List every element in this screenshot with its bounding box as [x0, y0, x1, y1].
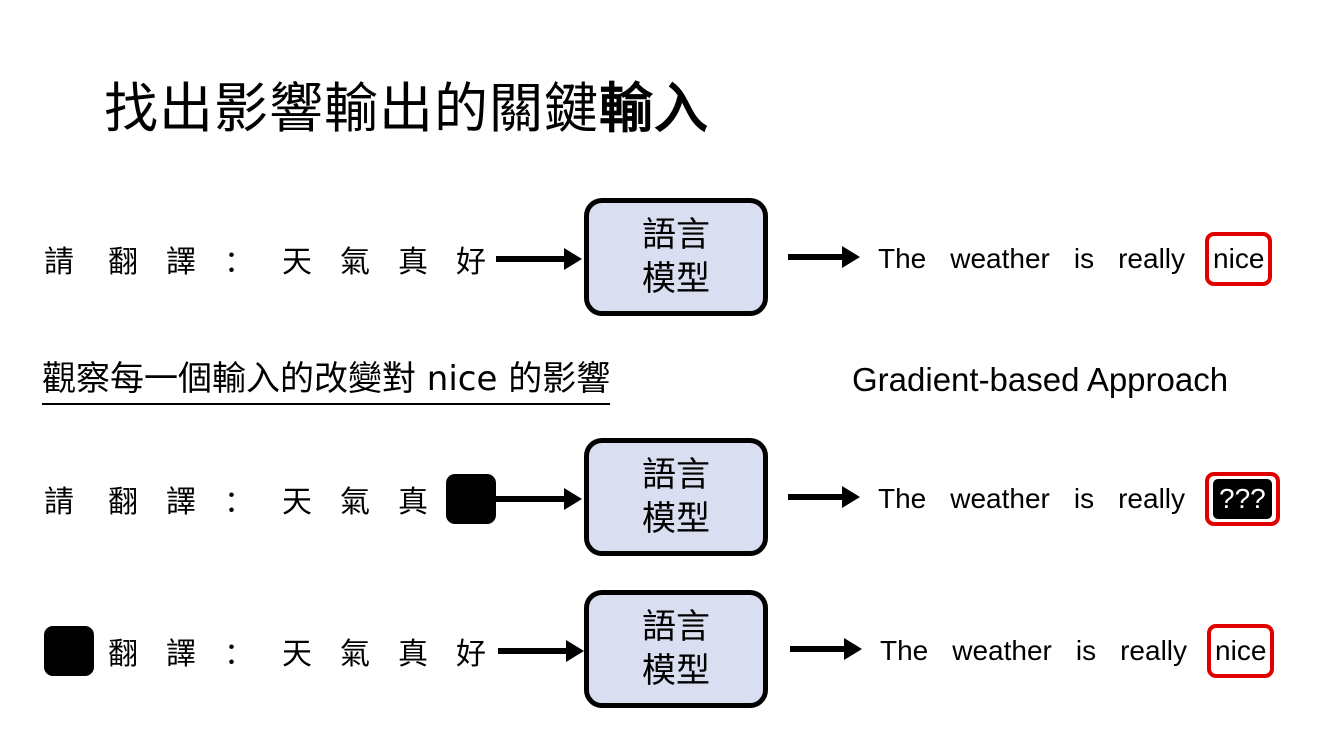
row-original: 請 翻 譯 ： 天 氣 真 好 語言 模型 The weather is rea…: [0, 196, 1334, 322]
row-masked-first: 翻 譯 ： 天 氣 真 好 語言 模型 The weather is reall…: [0, 588, 1334, 714]
title-bold: 輸入: [599, 77, 709, 140]
output-arrow: [788, 246, 860, 268]
input-token: 天: [282, 245, 312, 280]
input-token: ：: [224, 485, 254, 520]
input-token: 翻: [108, 245, 138, 280]
input-token: 請: [44, 485, 74, 520]
output-arrow: [790, 638, 862, 660]
input-token: 請: [44, 245, 74, 280]
highlighted-output-word: ???: [1205, 472, 1280, 526]
output-word: really: [1118, 243, 1186, 274]
input-token: 譯: [166, 245, 196, 280]
output-arrow: [788, 486, 860, 508]
output-sentence: The weather is really nice: [880, 588, 1275, 714]
model-label-line2: 模型: [642, 259, 710, 299]
input-token: 天: [282, 637, 312, 672]
model-label-line2: 模型: [642, 651, 710, 691]
input-token: 真: [398, 485, 428, 520]
output-word: weather: [952, 635, 1052, 666]
input-tokens: 翻 譯 ： 天 氣 真 好: [44, 588, 500, 714]
input-token: 氣: [340, 637, 370, 672]
language-model-box: 語言 模型: [584, 198, 768, 316]
title-normal: 找出影響輸出的關鍵: [104, 77, 599, 140]
masked-token: [44, 626, 94, 676]
section-subtitle: 觀察每一個輸入的改變對 nice 的影響: [42, 357, 611, 405]
input-token: 氣: [340, 245, 370, 280]
highlighted-output-word: nice: [1207, 624, 1275, 678]
page-title: 找出影響輸出的關鍵輸入: [104, 76, 709, 142]
input-arrow: [498, 640, 584, 662]
masked-token: [442, 474, 500, 524]
output-word: The: [878, 483, 927, 514]
input-token: 譯: [166, 485, 196, 520]
output-word: weather: [950, 243, 1050, 274]
input-token: 氣: [340, 485, 370, 520]
input-token: ：: [224, 245, 254, 280]
output-sentence: The weather is really ???: [878, 436, 1280, 562]
output-word: is: [1073, 243, 1095, 274]
language-model-box: 語言 模型: [584, 438, 768, 556]
output-word: The: [878, 243, 927, 274]
input-arrow: [496, 488, 582, 510]
mask-block: [446, 474, 496, 524]
model-label-line1: 語言: [642, 455, 710, 495]
input-token: 天: [282, 485, 312, 520]
input-token: 真: [398, 245, 428, 280]
model-label-line1: 語言: [642, 215, 710, 255]
output-sentence: The weather is really nice: [878, 196, 1273, 322]
mask-block: [44, 626, 94, 676]
highlighted-output-word: nice: [1205, 232, 1273, 286]
output-word: really: [1120, 635, 1188, 666]
input-token: 翻: [108, 485, 138, 520]
input-arrow: [496, 248, 582, 270]
row-masked-last: 請 翻 譯 ： 天 氣 真 語言 模型 The weather is reall…: [0, 436, 1334, 562]
model-label-line2: 模型: [642, 499, 710, 539]
input-token: 翻: [108, 637, 138, 672]
input-token: 譯: [166, 637, 196, 672]
input-token: 真: [398, 637, 428, 672]
model-label-line1: 語言: [642, 607, 710, 647]
output-word: really: [1118, 483, 1186, 514]
output-word: is: [1073, 483, 1095, 514]
input-token: 好: [456, 637, 486, 672]
output-word: weather: [950, 483, 1050, 514]
output-word: The: [880, 635, 929, 666]
input-tokens: 請 翻 譯 ： 天 氣 真 好: [44, 196, 500, 322]
input-token: ：: [224, 637, 254, 672]
approach-label: Gradient-based Approach: [852, 361, 1229, 398]
input-tokens: 請 翻 譯 ： 天 氣 真: [44, 436, 500, 562]
output-word: is: [1075, 635, 1097, 666]
input-token: 好: [456, 245, 486, 280]
language-model-box: 語言 模型: [584, 590, 768, 708]
